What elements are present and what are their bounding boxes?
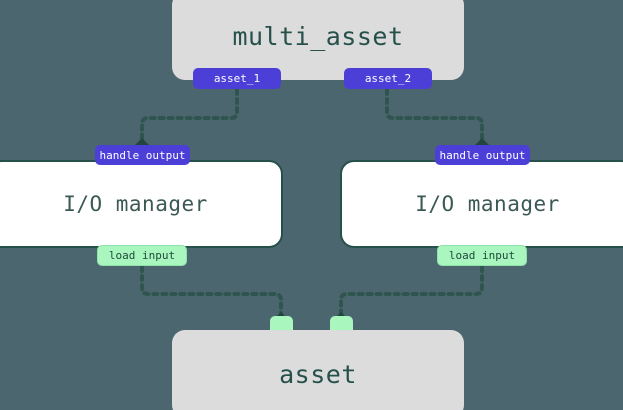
edge-asset1-to-handle-output-left xyxy=(140,88,239,143)
badge-handle-output-right[interactable]: handle output xyxy=(435,145,530,165)
node-io-manager-right-label: I/O manager xyxy=(415,192,560,216)
badge-load-input-right[interactable]: load input xyxy=(437,245,527,266)
node-io-manager-left-label: I/O manager xyxy=(63,192,208,216)
node-multi-asset[interactable]: multi_asset xyxy=(172,0,464,80)
edge-load-input-left-to-asset xyxy=(140,265,283,317)
badge-load-input-right-label: load input xyxy=(448,249,516,262)
badge-handle-output-left[interactable]: handle output xyxy=(95,145,190,165)
badge-load-input-left-label: load input xyxy=(108,249,176,262)
edge-load-input-right-to-asset xyxy=(339,265,484,317)
badge-load-input-left[interactable]: load input xyxy=(97,245,187,266)
node-io-manager-left[interactable]: I/O manager xyxy=(0,160,283,248)
badge-asset-2[interactable]: asset_2 xyxy=(344,68,432,89)
badge-asset-1-label: asset_1 xyxy=(213,72,261,85)
badge-handle-output-right-label: handle output xyxy=(439,148,526,162)
node-io-manager-right[interactable]: I/O manager xyxy=(340,160,623,248)
badge-handle-output-left-label: handle output xyxy=(99,148,186,162)
node-asset[interactable]: asset xyxy=(172,330,464,410)
edge-asset2-to-handle-output-right xyxy=(385,88,484,143)
node-multi-asset-label: multi_asset xyxy=(232,21,404,51)
node-asset-label: asset xyxy=(279,359,357,389)
badge-asset-1[interactable]: asset_1 xyxy=(193,68,281,89)
badge-asset-2-label: asset_2 xyxy=(364,72,412,85)
